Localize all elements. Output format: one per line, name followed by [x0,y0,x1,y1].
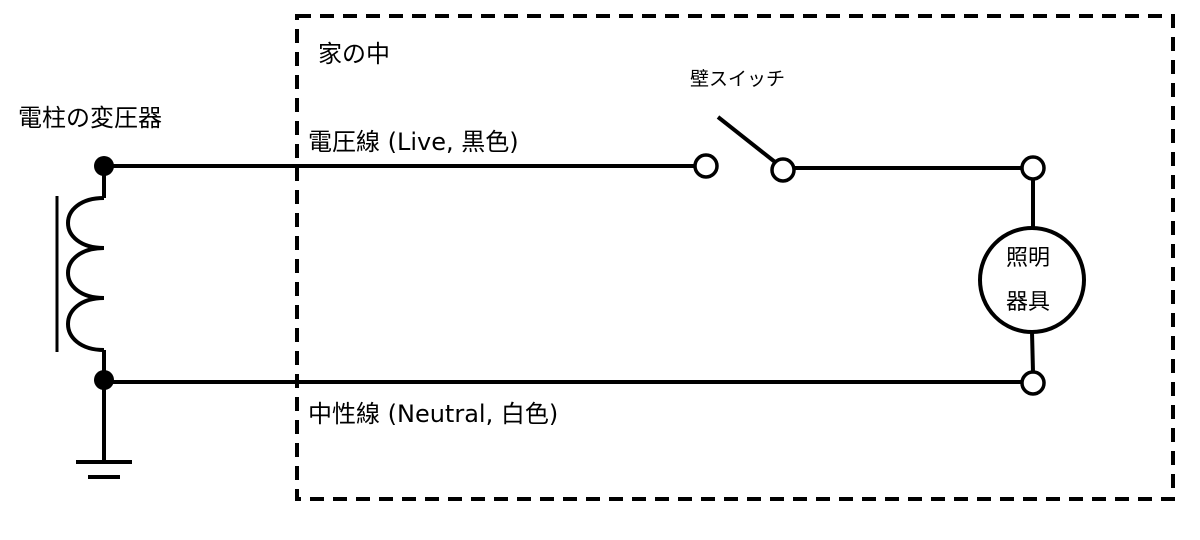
neutral-wire-label: 中性線 (Neutral, 白色) [308,400,559,428]
transformer-coil [66,196,105,352]
fixture-label-line1: 照明 [1006,246,1051,271]
house-boundary [295,14,1175,501]
transformer [55,156,114,390]
lighting-fixture [978,226,1086,334]
house-label: 家の中 [318,40,390,68]
ground-symbol [76,382,132,479]
transformer-label: 電柱の変圧器 [18,104,162,132]
wall-switch-label: 壁スイッチ [690,68,786,90]
wall-switch [693,115,796,183]
switch-terminal-right [770,157,796,183]
fixture-lead-bottom [1030,331,1035,373]
switch-terminal-left [693,153,719,179]
fixture-terminal-bottom [1020,370,1046,396]
fixture-label-line2: 器具 [1006,290,1051,315]
live-wire-label: 電圧線 (Live, 黒色) [308,128,519,156]
junction-dot-bottom [94,370,114,390]
switch-lever [716,115,777,164]
junction-dot-top [94,156,114,176]
fixture-terminal-top [1020,155,1046,181]
